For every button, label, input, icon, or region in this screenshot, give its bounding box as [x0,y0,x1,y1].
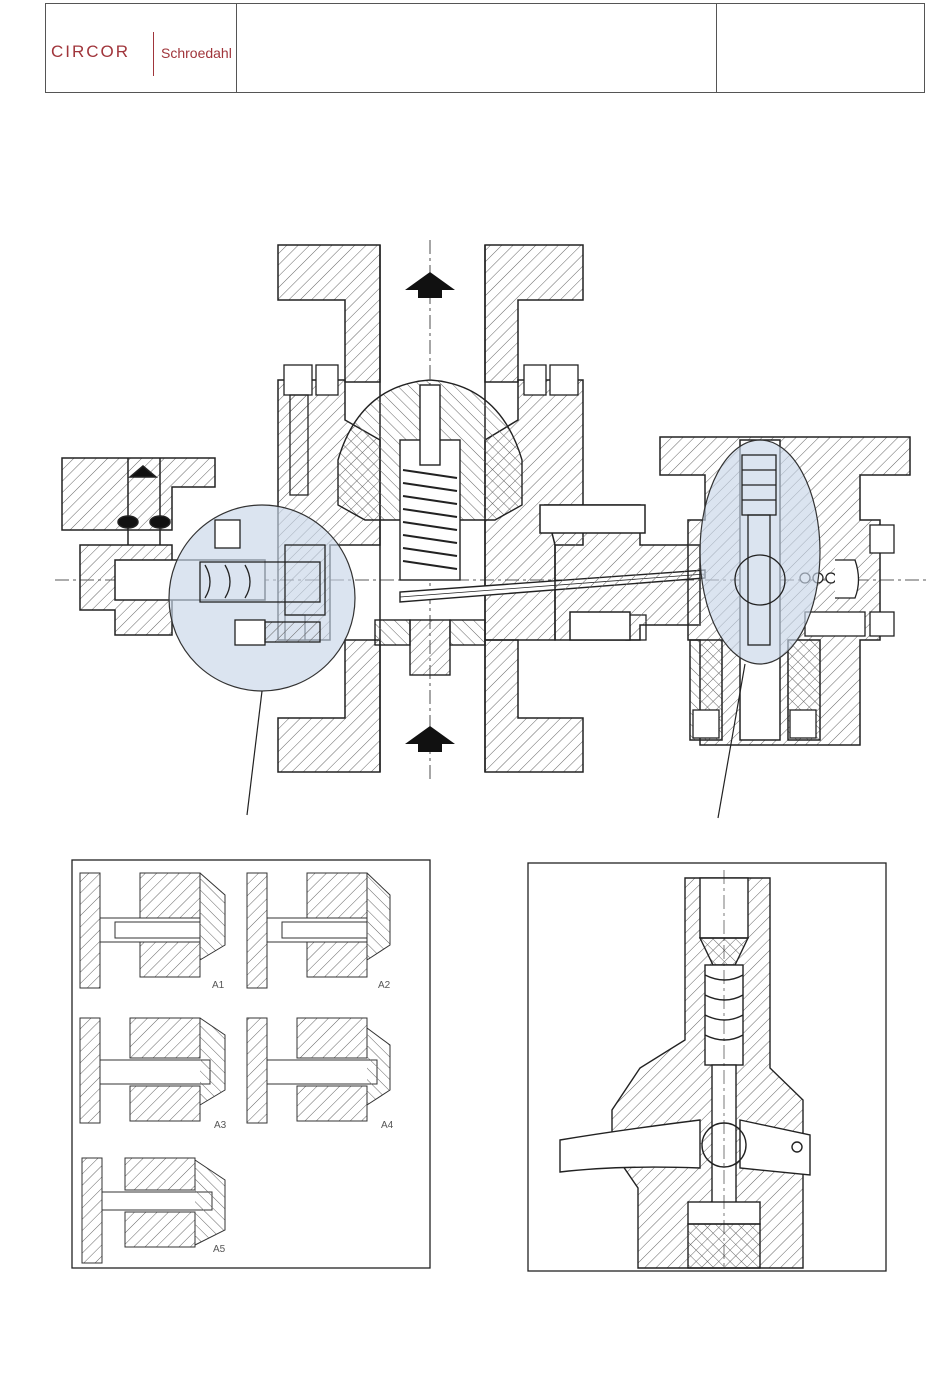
highlight-circle [700,440,820,664]
leader-line [247,691,262,815]
variant-label-a1: A1 [212,980,225,991]
variant-label-a3: A3 [214,1120,227,1131]
flow-arrow-icon [405,272,455,298]
variant-label-a5: A5 [213,1244,226,1255]
flow-arrow-icon [405,726,455,752]
variant-label-a4: A4 [381,1120,394,1131]
highlight-circle [169,505,355,691]
variant-label-a2: A2 [378,980,391,991]
